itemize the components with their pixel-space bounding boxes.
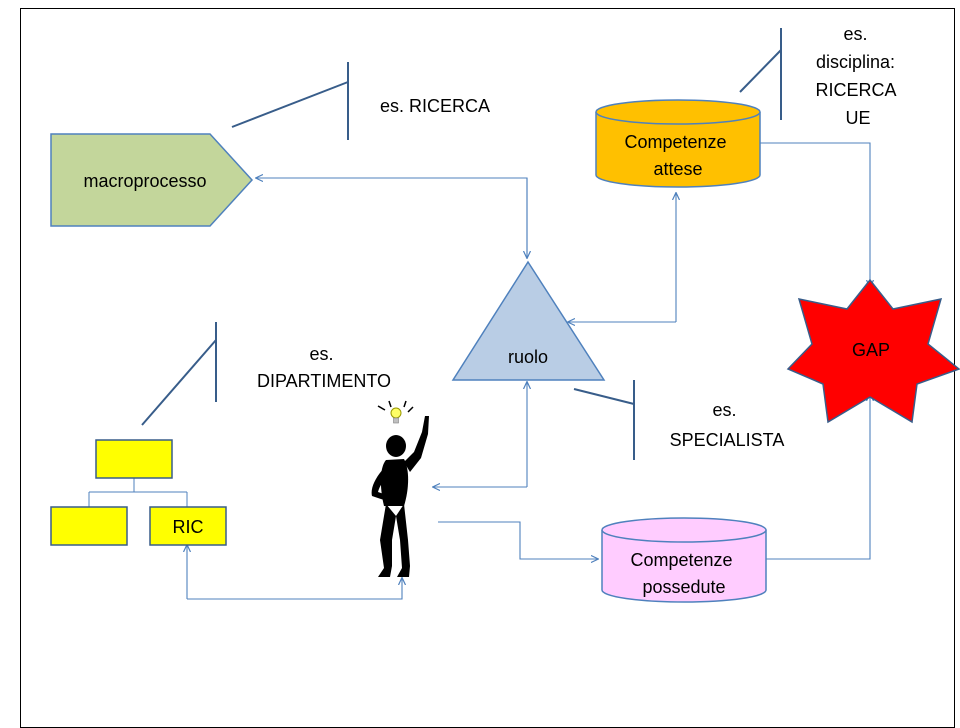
callout-disciplina xyxy=(739,28,782,120)
callout-specialista xyxy=(573,380,635,460)
callout-dipartimento-line-1: es. xyxy=(309,344,333,364)
competenze-possedute-line-1: Competenze xyxy=(630,550,732,570)
gap-label: GAP xyxy=(852,340,890,360)
ruolo-node[interactable]: ruolo xyxy=(451,260,606,381)
org-box-ric[interactable] xyxy=(149,506,227,546)
callout-disciplina-line-4: UE xyxy=(845,108,870,128)
org-box-left[interactable] xyxy=(50,506,128,546)
callout-specialista-line-1: es. xyxy=(712,400,736,420)
macroprocesso-label: macroprocesso xyxy=(83,171,206,191)
competenze-possedute-label: Competenze possedute xyxy=(630,550,737,597)
competenze-possedute-node[interactable]: Competenze possedute xyxy=(601,517,767,603)
callout-specialista-text: es. SPECIALISTA xyxy=(670,400,785,450)
callout-disciplina-line-1: es. xyxy=(843,24,867,44)
callout-dipartimento xyxy=(141,322,217,426)
callout-specialista-line-2: SPECIALISTA xyxy=(670,430,785,450)
ruolo-label: ruolo xyxy=(508,347,548,367)
competenze-possedute-line-2: possedute xyxy=(642,577,725,597)
org-box-top[interactable] xyxy=(95,439,173,479)
thinking-person-icon xyxy=(371,400,429,577)
lightbulb-icon xyxy=(390,407,402,424)
competenze-attese-line-2: attese xyxy=(653,159,702,179)
callout-disciplina-line-2: disciplina: xyxy=(816,52,895,72)
competenze-attese-line-1: Competenze xyxy=(624,132,726,152)
connector-competenze-attese-gap xyxy=(760,142,870,287)
competenze-attese-label: Competenze attese xyxy=(624,132,731,179)
connector-person-competenze-possedute xyxy=(438,521,598,559)
connector-competenze-possedute-gap xyxy=(766,394,870,560)
macroprocesso-node[interactable]: macroprocesso xyxy=(50,133,254,227)
competenze-attese-node[interactable]: Competenze attese xyxy=(595,99,761,188)
callout-dipartimento-text: es. DIPARTIMENTO xyxy=(257,344,391,391)
callout-ricerca-text: es. RICERCA xyxy=(380,96,490,116)
callout-ricerca xyxy=(231,62,349,140)
org-chart: RIC xyxy=(50,439,227,546)
connector-ric-person xyxy=(187,578,402,600)
gap-node[interactable]: GAP xyxy=(786,278,960,424)
callout-disciplina-line-3: RICERCA xyxy=(815,80,896,100)
callout-disciplina-text: es. disciplina: RICERCA UE xyxy=(815,24,900,128)
callout-dipartimento-line-2: DIPARTIMENTO xyxy=(257,371,391,391)
connector-ruolo-macroprocesso xyxy=(256,178,528,258)
org-box-ric-label: RIC xyxy=(173,517,204,537)
